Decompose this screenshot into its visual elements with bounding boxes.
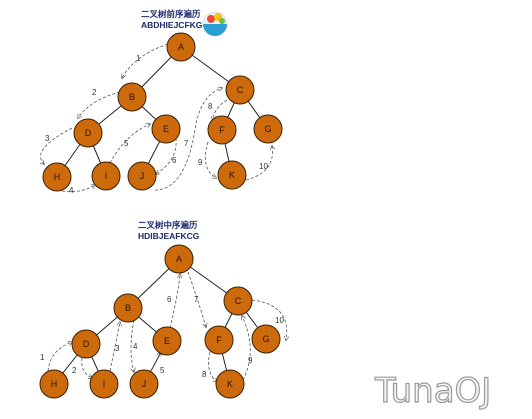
tree-node-h: H xyxy=(39,369,69,399)
svg-text:K: K xyxy=(227,379,233,389)
traversal-arrow xyxy=(156,137,177,174)
svg-text:G: G xyxy=(264,124,271,134)
svg-text:G: G xyxy=(262,334,269,344)
tree-node-h: H xyxy=(42,162,72,192)
traversal-arrow xyxy=(245,146,272,181)
svg-text:C: C xyxy=(235,296,242,306)
step-label: 7 xyxy=(194,295,199,304)
tree-node-i: I xyxy=(91,161,121,191)
traversal-arrow xyxy=(81,357,92,378)
traversal-arrow xyxy=(109,322,120,372)
step-label: 3 xyxy=(45,134,50,143)
step-label: 10 xyxy=(259,162,268,171)
step-label: 10 xyxy=(275,316,284,325)
svg-text:H: H xyxy=(51,379,58,389)
tree-node-b: B xyxy=(117,82,147,112)
tree-node-c: C xyxy=(223,286,253,316)
step-label: 8 xyxy=(208,102,213,111)
svg-text:J: J xyxy=(140,171,145,181)
step-label: 4 xyxy=(133,342,138,351)
tree-node-j: J xyxy=(129,369,159,399)
traversal-arrow xyxy=(41,127,73,164)
tree-node-a: A xyxy=(164,244,194,274)
traversal-arrow xyxy=(61,185,95,193)
tree-node-a: A xyxy=(166,32,196,62)
svg-text:F: F xyxy=(219,125,225,135)
tree-node-j: J xyxy=(127,161,157,191)
svg-text:E: E xyxy=(164,336,170,346)
step-label: 6 xyxy=(172,156,177,165)
traversal-arrow xyxy=(251,299,287,340)
traversal-arrow xyxy=(47,342,72,372)
traversal-arrow xyxy=(122,43,169,78)
step-label: 5 xyxy=(160,366,165,375)
svg-text:B: B xyxy=(125,303,131,313)
traversal-arrow xyxy=(78,91,121,118)
step-label: 2 xyxy=(92,88,97,97)
step-label: 3 xyxy=(115,344,120,353)
svg-text:H: H xyxy=(54,172,61,182)
tree-node-e: E xyxy=(152,326,182,356)
tree-node-k: K xyxy=(215,369,245,399)
inorder-title: 二叉树中序遍历 xyxy=(138,220,198,231)
step-label: 7 xyxy=(184,139,189,148)
inorder-sequence: HDIBJEAFKCG xyxy=(138,231,200,241)
traversal-arrow xyxy=(208,351,217,382)
tree-node-e: E xyxy=(151,114,181,144)
svg-text:K: K xyxy=(229,170,235,180)
step-label: 2 xyxy=(72,366,77,375)
tree-node-f: F xyxy=(207,115,237,145)
tree-node-f: F xyxy=(204,325,234,355)
traversal-arrow xyxy=(109,124,150,164)
step-label: 4 xyxy=(69,186,74,195)
colorful-bowl-icon xyxy=(202,11,228,37)
svg-text:F: F xyxy=(216,335,222,345)
tree-node-g: G xyxy=(253,114,283,144)
traversal-arrow xyxy=(154,88,222,191)
preorder-title: 二叉树前序遍历 xyxy=(141,9,201,20)
step-label: 1 xyxy=(136,54,141,63)
traversal-arrow xyxy=(213,99,228,120)
svg-text:C: C xyxy=(237,85,244,95)
watermark-text: TunaOJ xyxy=(374,371,491,411)
step-label: 8 xyxy=(202,370,207,379)
traversal-arrow xyxy=(242,316,251,381)
tree-node-c: C xyxy=(225,75,255,105)
traversal-arrow xyxy=(204,141,216,178)
step-label: 6 xyxy=(167,295,172,304)
step-label: 5 xyxy=(124,139,129,148)
step-label: 9 xyxy=(248,356,253,365)
traversal-arrow xyxy=(169,274,180,329)
svg-text:I: I xyxy=(103,379,106,389)
preorder-sequence: ABDHIEJCFKG xyxy=(141,20,203,30)
svg-text:A: A xyxy=(178,42,184,52)
svg-text:B: B xyxy=(129,92,135,102)
svg-text:A: A xyxy=(176,254,182,264)
tree-node-d: D xyxy=(73,118,103,148)
svg-text:J: J xyxy=(142,379,147,389)
preorder-diagram: 二叉树前序遍历 ABDHIEJCFKG xyxy=(41,9,283,195)
tree-node-g: G xyxy=(251,324,281,354)
svg-text:I: I xyxy=(105,171,108,181)
step-label: 1 xyxy=(40,353,45,362)
tree-node-k: K xyxy=(217,160,247,190)
inorder-diagram: 二叉树中序遍历 HDIBJEAFKCG 1 2 3 4 xyxy=(39,220,287,399)
tree-node-d: D xyxy=(71,329,101,359)
tree-node-b: B xyxy=(113,293,143,323)
inorder-traversal-arrows xyxy=(47,271,287,382)
preorder-traversal-arrows xyxy=(41,43,273,193)
step-label: 9 xyxy=(198,158,203,167)
svg-text:D: D xyxy=(85,128,92,138)
svg-text:D: D xyxy=(83,339,90,349)
svg-text:E: E xyxy=(163,124,169,134)
tree-node-i: I xyxy=(89,369,119,399)
